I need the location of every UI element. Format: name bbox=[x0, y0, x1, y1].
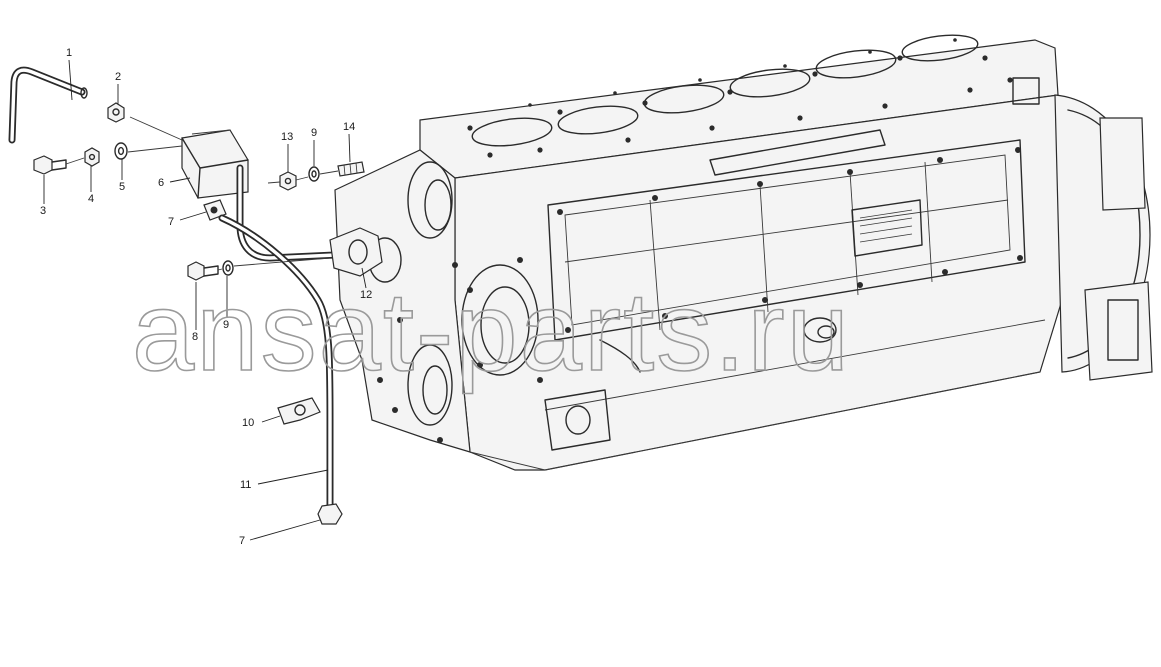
callout-3: 3 bbox=[40, 205, 46, 217]
fitting-part-7-lower bbox=[317, 503, 343, 525]
callout-9-upper: 9 bbox=[311, 127, 317, 139]
nameplate bbox=[851, 199, 923, 257]
washer-part-5 bbox=[114, 142, 128, 160]
clamp-part-10 bbox=[277, 397, 321, 425]
stud-part-14 bbox=[337, 161, 365, 177]
deck-boss bbox=[1012, 77, 1040, 105]
deck-rail bbox=[709, 129, 886, 176]
nut-part-4 bbox=[84, 147, 100, 167]
bent-pipe-part-1 bbox=[8, 66, 88, 144]
flywheel-housing bbox=[1054, 94, 1153, 381]
callout-12: 12 bbox=[360, 289, 372, 301]
callout-labels: 1 2 3 4 5 6 7 8 9 10 11 7 12 13 9 14 bbox=[40, 47, 372, 547]
flange-part-12 bbox=[329, 227, 383, 277]
nut-part-13 bbox=[279, 171, 297, 191]
washer-part-9-lower bbox=[222, 260, 234, 276]
deck-holes bbox=[467, 38, 1013, 158]
callout-1: 1 bbox=[66, 47, 72, 59]
callout-7-upper: 7 bbox=[168, 216, 174, 228]
callout-14: 14 bbox=[343, 121, 355, 133]
callout-10: 10 bbox=[242, 417, 254, 429]
callout-2: 2 bbox=[115, 71, 121, 83]
oil-pipe-assembly bbox=[218, 164, 339, 509]
callout-4: 4 bbox=[88, 193, 94, 205]
callout-13: 13 bbox=[281, 131, 293, 143]
watermark: ansat-parts.ru bbox=[132, 269, 851, 394]
front-face-features bbox=[368, 161, 611, 451]
cylinder-bores bbox=[471, 34, 979, 147]
bracket-part-6 bbox=[181, 129, 249, 199]
oil-line bbox=[599, 339, 641, 373]
washer-part-9-upper bbox=[308, 166, 320, 182]
callout-8: 8 bbox=[192, 331, 198, 343]
callout-9-lower: 9 bbox=[223, 319, 229, 331]
callout-11: 11 bbox=[240, 479, 251, 491]
engine-block bbox=[334, 34, 1063, 471]
callout-7-lower: 7 bbox=[239, 535, 245, 547]
callout-6: 6 bbox=[158, 177, 164, 189]
leader-lines bbox=[43, 59, 367, 541]
bolt-part-3 bbox=[33, 155, 67, 175]
nut-part-2 bbox=[107, 102, 125, 123]
side-cover-plate bbox=[547, 139, 1026, 341]
coolant-port bbox=[803, 317, 837, 343]
callout-5: 5 bbox=[119, 181, 125, 193]
